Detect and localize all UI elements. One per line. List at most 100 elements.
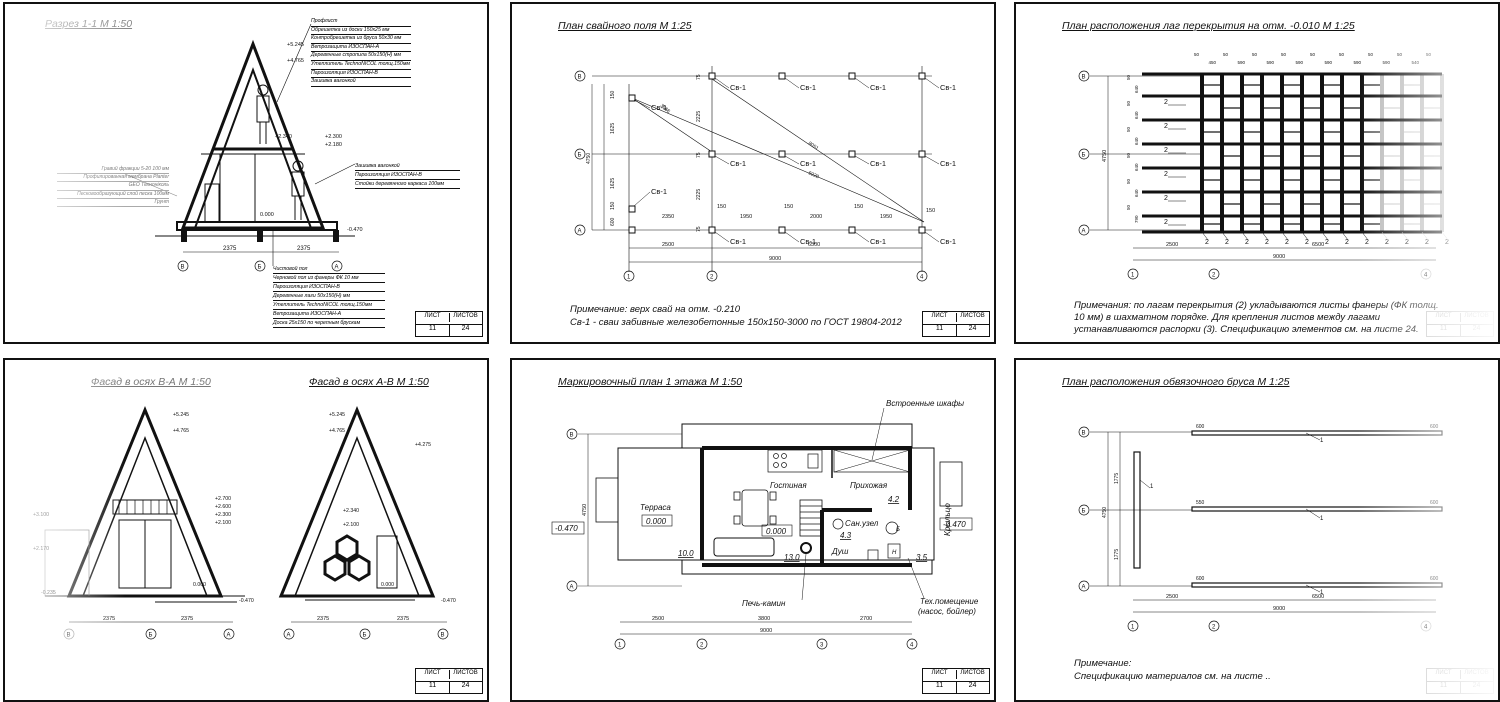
left-dim: 640 — [1134, 163, 1139, 171]
svg-text:+4.275: +4.275 — [415, 442, 431, 448]
svg-text:-0.235: -0.235 — [41, 590, 56, 596]
room-shower: Душ — [831, 547, 849, 556]
svg-text:Св-1: Св-1 — [730, 237, 746, 246]
top-dim: 590 — [1325, 60, 1333, 65]
svg-text:2700: 2700 — [860, 616, 872, 622]
svg-text:Св-1: Св-1 — [730, 159, 746, 168]
svg-text:150: 150 — [926, 208, 935, 214]
mark-2: 2 — [1305, 239, 1309, 246]
joist-plan-drawing: В Б А 1 2 4 2500 6500 9000 4750 50450505… — [1078, 52, 1449, 280]
svg-text:Св-1: Св-1 — [800, 237, 816, 246]
svg-text:-0.470: -0.470 — [239, 598, 254, 604]
sheet-title: План расположения лаг перекрытия на отм.… — [1062, 20, 1355, 32]
mark-2: 2 — [1164, 219, 1168, 226]
top-dim: 450 — [1209, 60, 1217, 65]
svg-text:Б: Б — [363, 633, 367, 639]
section-drawing: 2375 2375 В Б А +5.245 +4.765 +2.340 +2.… — [124, 23, 363, 272]
svg-text:75: 75 — [696, 74, 702, 80]
svg-text:+3.100: +3.100 — [33, 512, 49, 518]
svg-text:Св-1: Св-1 — [651, 103, 667, 112]
room-bath: Сан.узел — [845, 519, 879, 528]
svg-text:+5.245: +5.245 — [329, 412, 345, 418]
piles — [628, 72, 926, 234]
joist-vertical — [1240, 74, 1244, 232]
svg-text:1: 1 — [1320, 590, 1324, 596]
left-dim: 790 — [1134, 215, 1139, 223]
svg-text:1625: 1625 — [610, 123, 616, 134]
svg-text:+2.340: +2.340 — [343, 508, 359, 514]
fireplace-icon — [800, 542, 812, 554]
sheet-title: Маркировочный план 1 этажа М 1:50 — [558, 376, 743, 388]
svg-text:1: 1 — [627, 275, 631, 281]
svg-text:Св-1: Св-1 — [940, 237, 956, 246]
joist-vertical — [1340, 74, 1344, 232]
svg-text:-0.470: -0.470 — [943, 520, 966, 529]
joist-horizontal — [1142, 190, 1442, 194]
svg-text:В: В — [441, 633, 445, 639]
joist-vertical — [1300, 74, 1304, 232]
note-line-2: Спецификацию материалов см. на листе .. — [1074, 671, 1271, 682]
left-dim: 640 — [1134, 111, 1139, 119]
mark-2: 2 — [1445, 239, 1449, 246]
label-tech: Тех.помещение — [920, 597, 979, 606]
svg-text:1: 1 — [1150, 484, 1154, 490]
person-lower-icon — [291, 160, 305, 220]
left-dim: 50 — [1126, 178, 1131, 184]
floor-layers-list: Чистовой пол Черновой пол из фанеры ФК 1… — [273, 265, 385, 328]
left-dim: 50 — [1126, 100, 1131, 106]
svg-text:+2.700: +2.700 — [215, 496, 231, 502]
svg-text:600: 600 — [1196, 576, 1205, 582]
left-dim: 50 — [1126, 74, 1131, 80]
svg-text:Б: Б — [578, 153, 582, 159]
svg-text:+2.100: +2.100 — [343, 522, 359, 528]
svg-text:Б: Б — [149, 633, 153, 639]
left-dim: 640 — [1134, 137, 1139, 145]
svg-text:4: 4 — [1424, 273, 1428, 279]
svg-text:2375: 2375 — [317, 616, 329, 622]
person-upper-icon — [256, 84, 270, 144]
svg-text:600: 600 — [1430, 424, 1439, 430]
svg-text:Б: Б — [1082, 509, 1086, 515]
svg-text:600: 600 — [1196, 424, 1205, 430]
svg-text:Св-1: Св-1 — [651, 187, 667, 196]
title-block: ЛИСТ ЛИСТОВ 11 24 — [1426, 311, 1494, 337]
title-block: ЛИСТ ЛИСТОВ 11 24 — [922, 668, 990, 694]
note-line-1: Примечание: верх свай на отм. -0.210 — [570, 304, 741, 315]
svg-text:1950: 1950 — [740, 214, 752, 220]
svg-text:-0.470: -0.470 — [441, 598, 456, 604]
svg-text:Св-1: Св-1 — [870, 83, 886, 92]
title-facade-right: Фасад в осях А-В М 1:50 — [309, 376, 429, 388]
joist-vertical — [1380, 74, 1384, 232]
top-dim: 50 — [1310, 52, 1316, 57]
note: Примечания: по лагам перекрытия (2) укла… — [1074, 300, 1439, 335]
svg-text:4.3: 4.3 — [840, 531, 852, 540]
top-dim: 590 — [1296, 60, 1304, 65]
svg-text:2500: 2500 — [1166, 594, 1178, 600]
svg-text:В: В — [1082, 75, 1086, 81]
top-dim: 590 — [1267, 60, 1275, 65]
svg-text:150: 150 — [854, 204, 863, 210]
svg-text:В: В — [181, 265, 185, 271]
level-2300: +2.300 — [325, 134, 342, 140]
svg-text:В: В — [67, 633, 71, 639]
svg-text:6920: 6920 — [807, 170, 820, 180]
note-line-2: Св-1 - сваи забивные железобетонные 150х… — [570, 317, 902, 328]
top-dim: 50 — [1397, 52, 1403, 57]
svg-text:3.5: 3.5 — [916, 553, 928, 562]
label-closets: Встроенные шкафы — [886, 399, 964, 408]
joist-horizontal — [1142, 214, 1442, 218]
level-minus470: -0.470 — [347, 227, 363, 233]
mark-2: 2 — [1225, 239, 1229, 246]
joist-vertical — [1360, 74, 1364, 232]
dim-right: 2375 — [297, 246, 311, 252]
joist-horizontal — [1142, 142, 1442, 146]
svg-text:Св-1: Св-1 — [870, 159, 886, 168]
roof-layers-list: Профлист Обрешетка из доски 150х25 мм Ко… — [311, 18, 411, 87]
top-dim: 540 — [1412, 60, 1420, 65]
svg-text:1775: 1775 — [1114, 473, 1120, 484]
joist-horizontal — [1142, 166, 1442, 170]
note-line-1: Примечание: — [1074, 658, 1132, 669]
mark-2: 2 — [1164, 99, 1168, 106]
